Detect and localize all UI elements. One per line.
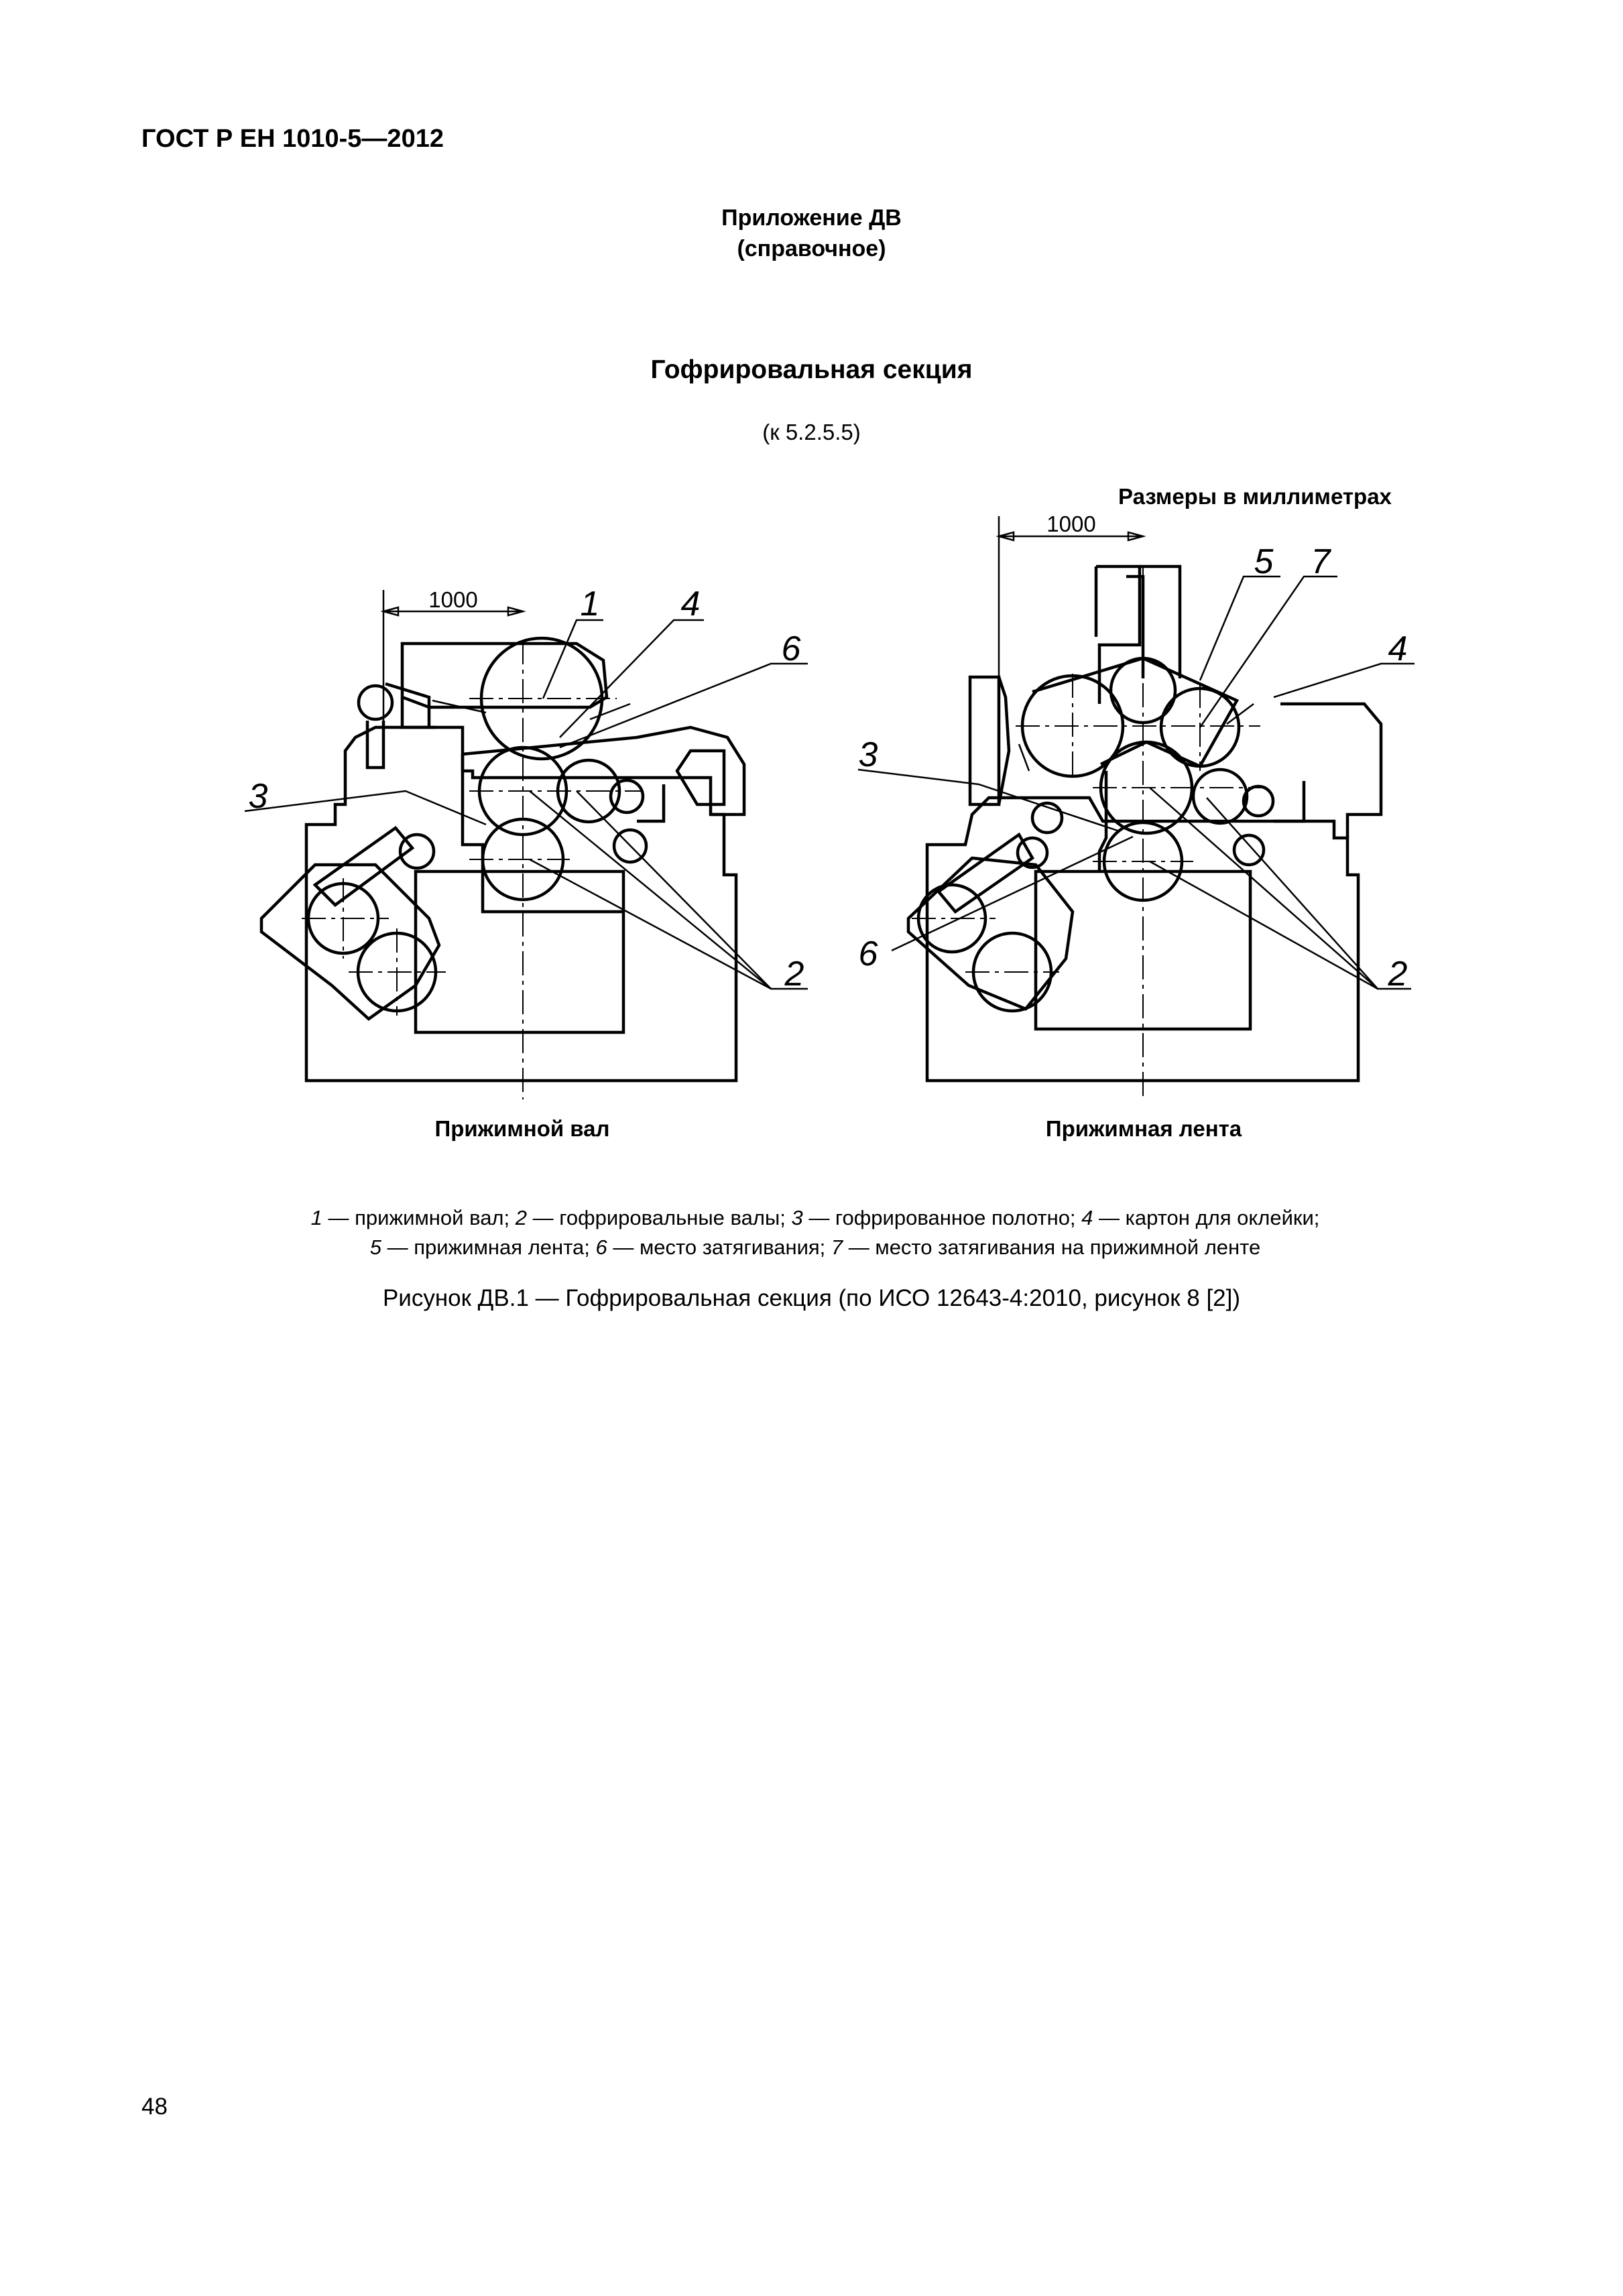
right-label-2: 2	[1388, 955, 1408, 993]
left-label-6: 6	[782, 629, 801, 668]
legend-number: 2	[515, 1206, 527, 1229]
annex-title: Приложение ДВ	[721, 205, 902, 231]
document-header: ГОСТ Р ЕН 1010-5—2012	[141, 125, 444, 153]
right-label-5: 5	[1254, 542, 1274, 581]
legend-line-1: 1 — прижимной вал; 2 — гофрировальные ва…	[252, 1203, 1378, 1233]
annex-heading: Приложение ДВ (справочное)	[0, 202, 1623, 264]
legend-number: 3	[791, 1206, 803, 1229]
legend-line-2: 5 — прижимная лента; 6 — место затягиван…	[252, 1233, 1378, 1262]
section-title: Гофрировальная секция	[650, 355, 973, 384]
left-dimension: 1000	[428, 587, 477, 612]
legend-number: 7	[831, 1235, 843, 1259]
figure-legend: 1 — прижимной вал; 2 — гофрировальные ва…	[252, 1203, 1378, 1262]
legend-text: — место затягивания на прижимной ленте	[843, 1235, 1261, 1259]
left-label-3: 3	[249, 777, 268, 816]
left-label-1: 1	[581, 585, 600, 623]
right-dimension: 1000	[1046, 511, 1095, 536]
legend-number: 6	[595, 1235, 607, 1259]
legend-number: 5	[369, 1235, 381, 1259]
figure-drawings: 1000 1 4 6 3 2 1000 5 7 4 3 6 2	[244, 511, 1415, 1099]
legend-text: — прижимная лента;	[381, 1235, 596, 1259]
legend-text: — место затягивания;	[607, 1235, 831, 1259]
right-label-4: 4	[1388, 629, 1408, 668]
legend-number: 4	[1081, 1206, 1093, 1229]
right-label-6: 6	[859, 934, 878, 973]
right-label-7: 7	[1311, 542, 1332, 581]
legend-text: — картон для оклейки;	[1093, 1206, 1320, 1229]
legend-number: 1	[310, 1206, 322, 1229]
left-label-4: 4	[681, 585, 701, 623]
right-drawing-caption: Прижимная лента	[1045, 1116, 1242, 1141]
figure-caption: Рисунок ДВ.1 — Гофрировальная секция (по…	[382, 1285, 1241, 1311]
dimensions-note: Размеры в миллиметрах	[1118, 484, 1392, 509]
left-drawing-caption: Прижимной вал	[434, 1116, 610, 1141]
legend-text: — гофрировальные валы;	[527, 1206, 792, 1229]
right-drawing-pressure-belt	[857, 516, 1415, 1099]
right-label-3: 3	[859, 735, 878, 774]
left-label-2: 2	[784, 955, 804, 993]
page-number: 48	[141, 2094, 168, 2120]
annex-status: (справочное)	[737, 236, 886, 261]
section-reference: (к 5.2.5.5)	[762, 420, 861, 444]
left-drawing-pressure-roll	[244, 590, 808, 1099]
legend-text: — прижимной вал;	[322, 1206, 516, 1229]
legend-text: — гофрированное полотно;	[802, 1206, 1082, 1229]
